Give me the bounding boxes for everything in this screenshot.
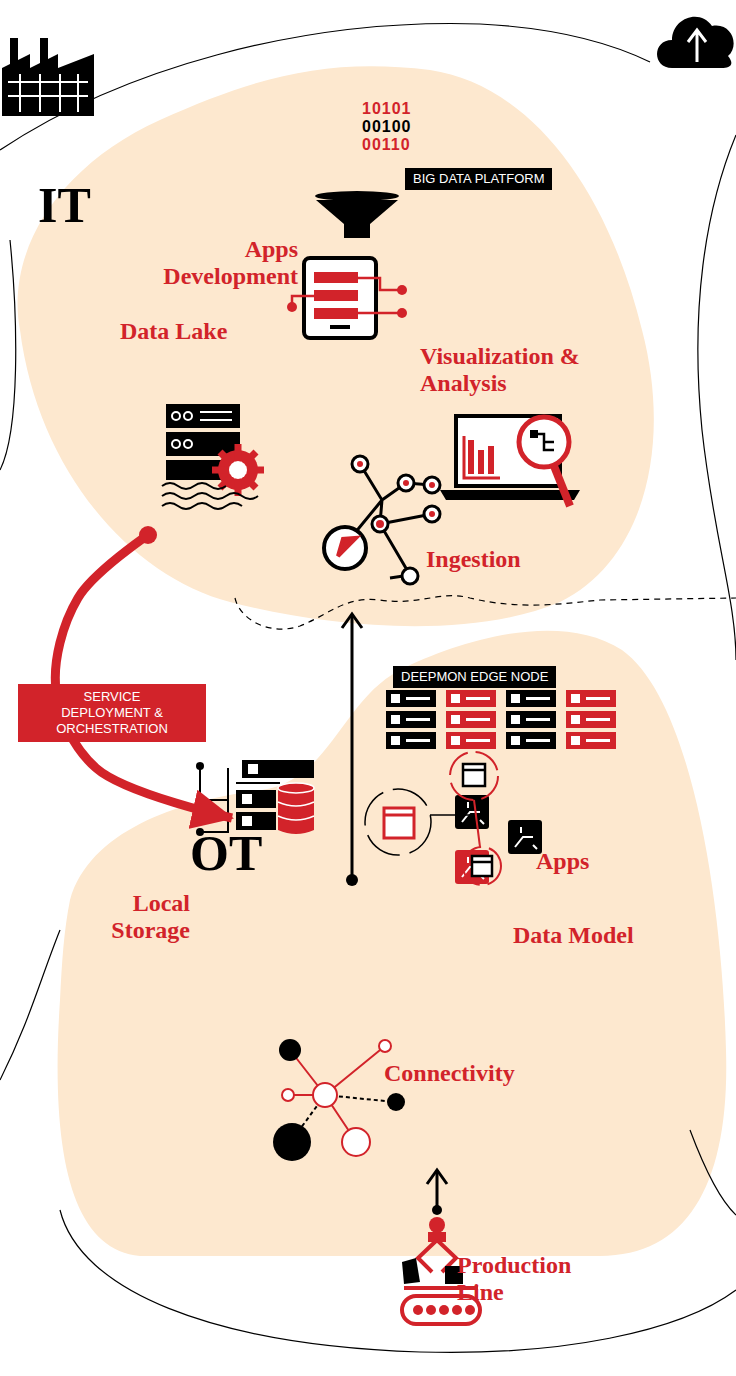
component-name: Apps Development: [136, 236, 298, 290]
component-label: Data Lake: [120, 318, 290, 345]
component-name: Apps: [536, 848, 616, 875]
connector-group: [55, 526, 232, 818]
component-name: Local Storage: [66, 890, 190, 944]
binary-digits: 10101: [362, 100, 412, 117]
component-label: Data Model: [513, 922, 683, 949]
ingestion-icon: [324, 456, 440, 584]
component-name: Data Model: [513, 922, 683, 949]
component-name: Ingestion: [426, 546, 551, 573]
connectivity-icon: [273, 1039, 405, 1161]
platform-band: BIG DATA PLATFORM: [405, 168, 552, 190]
edge-node-band: DEEPMON EDGE NODE: [393, 666, 556, 688]
region-shape: [18, 66, 654, 626]
component-name: Connectivity: [384, 1060, 530, 1087]
component-label: Apps: [536, 848, 616, 875]
component-name: Production Line: [457, 1252, 609, 1306]
binary-digits: 00100: [362, 118, 412, 135]
binary-digits: 00110: [362, 136, 411, 153]
tablet-icon: [287, 258, 407, 338]
component-name: Visualization & Analysis: [420, 343, 582, 397]
edge-label: SERVICE DEPLOYMENT & ORCHESTRATION: [18, 684, 206, 742]
flow-arrow: [55, 535, 232, 818]
data-model-icon: [365, 752, 501, 885]
connector-dot: [432, 1205, 442, 1215]
funnel-icon: [315, 191, 399, 238]
band-title: DEEPMON EDGE NODE: [393, 666, 556, 688]
cloud-upload-icon: [657, 17, 734, 68]
factory-icon: [2, 38, 94, 116]
data-lake-icon: [162, 404, 264, 509]
laptop-icon: [440, 416, 580, 506]
region-title: OT: [190, 826, 262, 880]
connector-group: [346, 614, 358, 886]
region-title: IT: [38, 178, 91, 232]
app-chip-icons: [455, 795, 542, 884]
component-name: Data Lake: [120, 318, 290, 345]
local-storage-icon: [196, 760, 314, 836]
flow-arrow: [436, 1170, 439, 1210]
component-label: Apps Development: [136, 236, 298, 290]
outer-outlines: [0, 24, 736, 1353]
component-label: Visualization & Analysis: [420, 343, 582, 397]
connector-group: [432, 1170, 442, 1215]
connector-dot: [139, 526, 157, 544]
band-title: BIG DATA PLATFORM: [405, 168, 552, 190]
production-line-icon: [402, 1217, 480, 1324]
connector-dot: [346, 874, 358, 886]
flow-arrow: [351, 614, 354, 880]
edge-node-servers: [386, 690, 616, 749]
component-label: Local Storage: [66, 890, 190, 944]
